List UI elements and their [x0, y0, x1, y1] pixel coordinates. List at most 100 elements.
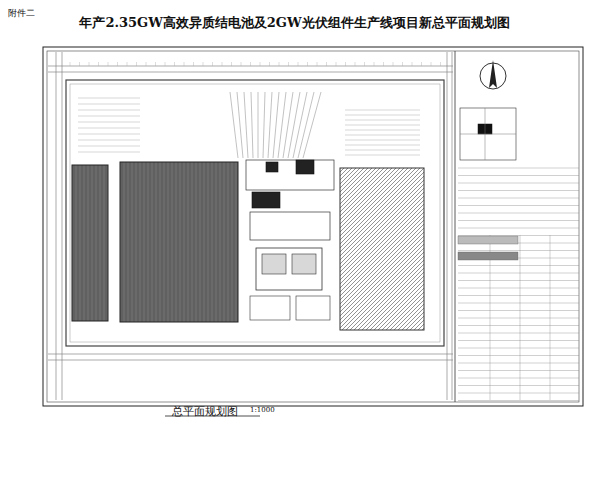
plan-line [458, 280, 579, 281]
plan-line [458, 385, 579, 386]
plan-line [108, 62, 109, 66]
plan-line [458, 168, 579, 169]
plan-line [345, 140, 420, 141]
plan-line [458, 190, 579, 191]
plan-line [293, 92, 307, 158]
plan-line [62, 52, 63, 400]
building [250, 296, 290, 320]
plan-line [355, 62, 356, 66]
label: 总平面规划图 [172, 404, 238, 419]
plan-line [251, 92, 253, 158]
plan-line [345, 135, 420, 136]
plan-line [136, 62, 137, 66]
plan-line [458, 310, 579, 311]
plan-line [117, 62, 118, 66]
building [246, 160, 334, 190]
plan-line [155, 62, 156, 66]
plan-line [458, 303, 579, 304]
plan-line [78, 128, 140, 129]
plan-line [298, 92, 314, 158]
plan-line [288, 92, 300, 158]
sheet-frame [43, 47, 583, 406]
plan-line [244, 92, 248, 158]
plan-line [212, 62, 213, 66]
plan-line [458, 288, 579, 289]
plan-line [364, 62, 365, 66]
plan-line [231, 62, 232, 66]
plan-line [78, 152, 140, 153]
plan-line [455, 51, 456, 402]
plan-line [383, 62, 384, 66]
plan-line [278, 92, 286, 158]
building [296, 160, 314, 174]
plan-line [520, 235, 521, 400]
plan-line [283, 92, 293, 158]
site-boundary [66, 80, 444, 346]
plan-line [260, 62, 261, 66]
plan-line [458, 213, 579, 214]
plan-line [303, 92, 321, 158]
plan-line [452, 52, 453, 400]
plan-line [279, 62, 280, 66]
legend-sample [458, 252, 518, 260]
plan-line [345, 120, 420, 121]
plan-line [78, 98, 140, 99]
plan-line [78, 104, 140, 105]
plan-line [458, 205, 579, 206]
plan-line [345, 150, 420, 151]
plan-line [458, 378, 579, 379]
north-arrow [489, 60, 497, 88]
building [292, 254, 316, 274]
plan-line [458, 318, 579, 319]
plan-line [458, 355, 579, 356]
label: 附件二 [8, 8, 35, 20]
plan-line [458, 295, 579, 296]
plan-line [222, 62, 223, 66]
building [256, 248, 322, 290]
plan-line [258, 92, 259, 158]
plan-line [78, 116, 140, 117]
plan-line [345, 125, 420, 126]
plan-line [458, 265, 579, 266]
sheet-frame [47, 51, 579, 402]
plan-line [345, 110, 420, 111]
location-map [460, 108, 516, 160]
plan-line [458, 400, 579, 401]
plan-line [127, 62, 128, 66]
plan-line [70, 62, 71, 66]
plan-line [174, 62, 175, 66]
plan-line [48, 354, 453, 355]
building [340, 168, 424, 330]
plan-line [241, 62, 242, 66]
plan-line [317, 62, 318, 66]
plan-line [307, 62, 308, 66]
plan-line [458, 175, 579, 176]
plan-line [78, 146, 140, 147]
plan-line [412, 62, 413, 66]
plan-line [458, 273, 579, 274]
building [250, 212, 330, 240]
plan-line [250, 62, 251, 66]
plan-line [458, 198, 579, 199]
plan-line [288, 62, 289, 66]
plan-line [269, 62, 270, 66]
plan-line [298, 62, 299, 66]
plan-line [421, 62, 422, 66]
building [262, 254, 286, 274]
plan-line [458, 393, 579, 394]
plan-line [78, 134, 140, 135]
plan-line [458, 370, 579, 371]
plan-line [48, 72, 453, 73]
plan-line [193, 62, 194, 66]
plan-line [56, 52, 57, 400]
plan-line [203, 62, 204, 66]
plan-line [263, 92, 265, 158]
building [252, 192, 280, 208]
plan-line [165, 62, 166, 66]
plan-line [374, 62, 375, 66]
building [266, 162, 278, 172]
title: 年产2.35GW高效异质结电池及2GW光伏组件生产线项目新总平面规划图 [0, 14, 589, 32]
plan-line [273, 92, 279, 158]
plan-line [393, 62, 394, 66]
plan-line [98, 62, 99, 66]
